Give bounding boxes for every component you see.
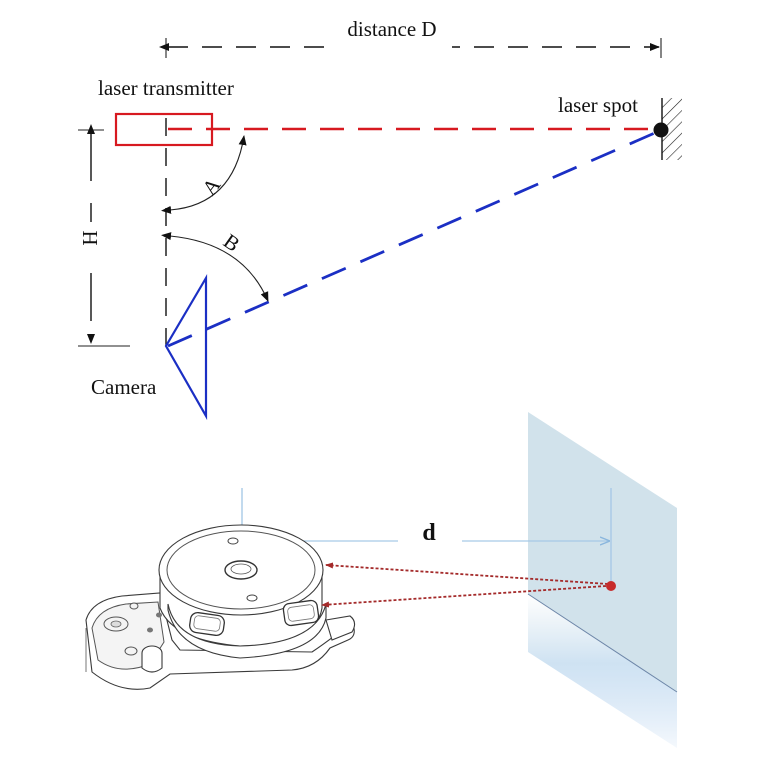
- distance-label: distance D: [347, 17, 436, 41]
- camera-icon: [164, 273, 208, 421]
- camera-label: Camera: [91, 375, 157, 399]
- triangulation-diagram: distance D laser transmitter laser spot …: [76, 17, 682, 421]
- laser-transmitter-box: [114, 112, 214, 147]
- laser-transmitter-label: laser transmitter: [98, 76, 234, 100]
- wall-laser-spot: [606, 581, 616, 591]
- lidar-base: [85, 592, 356, 690]
- angle-a-label: A: [197, 172, 226, 199]
- device-illustration: d: [85, 412, 678, 748]
- laser-spot-label: laser spot: [558, 93, 638, 117]
- outgoing-laser-ray: [325, 562, 609, 585]
- distance-d-label: d: [422, 520, 436, 546]
- lidar-body: [158, 524, 327, 659]
- laser-spot: [653, 122, 669, 138]
- returning-laser-ray: [321, 585, 607, 608]
- angle-a-arc: [161, 135, 247, 214]
- wall-panel: [527, 412, 678, 748]
- angle-b-arc: [161, 232, 269, 302]
- angle-b-label: B: [219, 229, 244, 257]
- distance-label-bg: [332, 30, 452, 56]
- camera-ray: [167, 130, 658, 348]
- height-label-bg: [76, 222, 106, 254]
- height-label: H: [78, 230, 102, 245]
